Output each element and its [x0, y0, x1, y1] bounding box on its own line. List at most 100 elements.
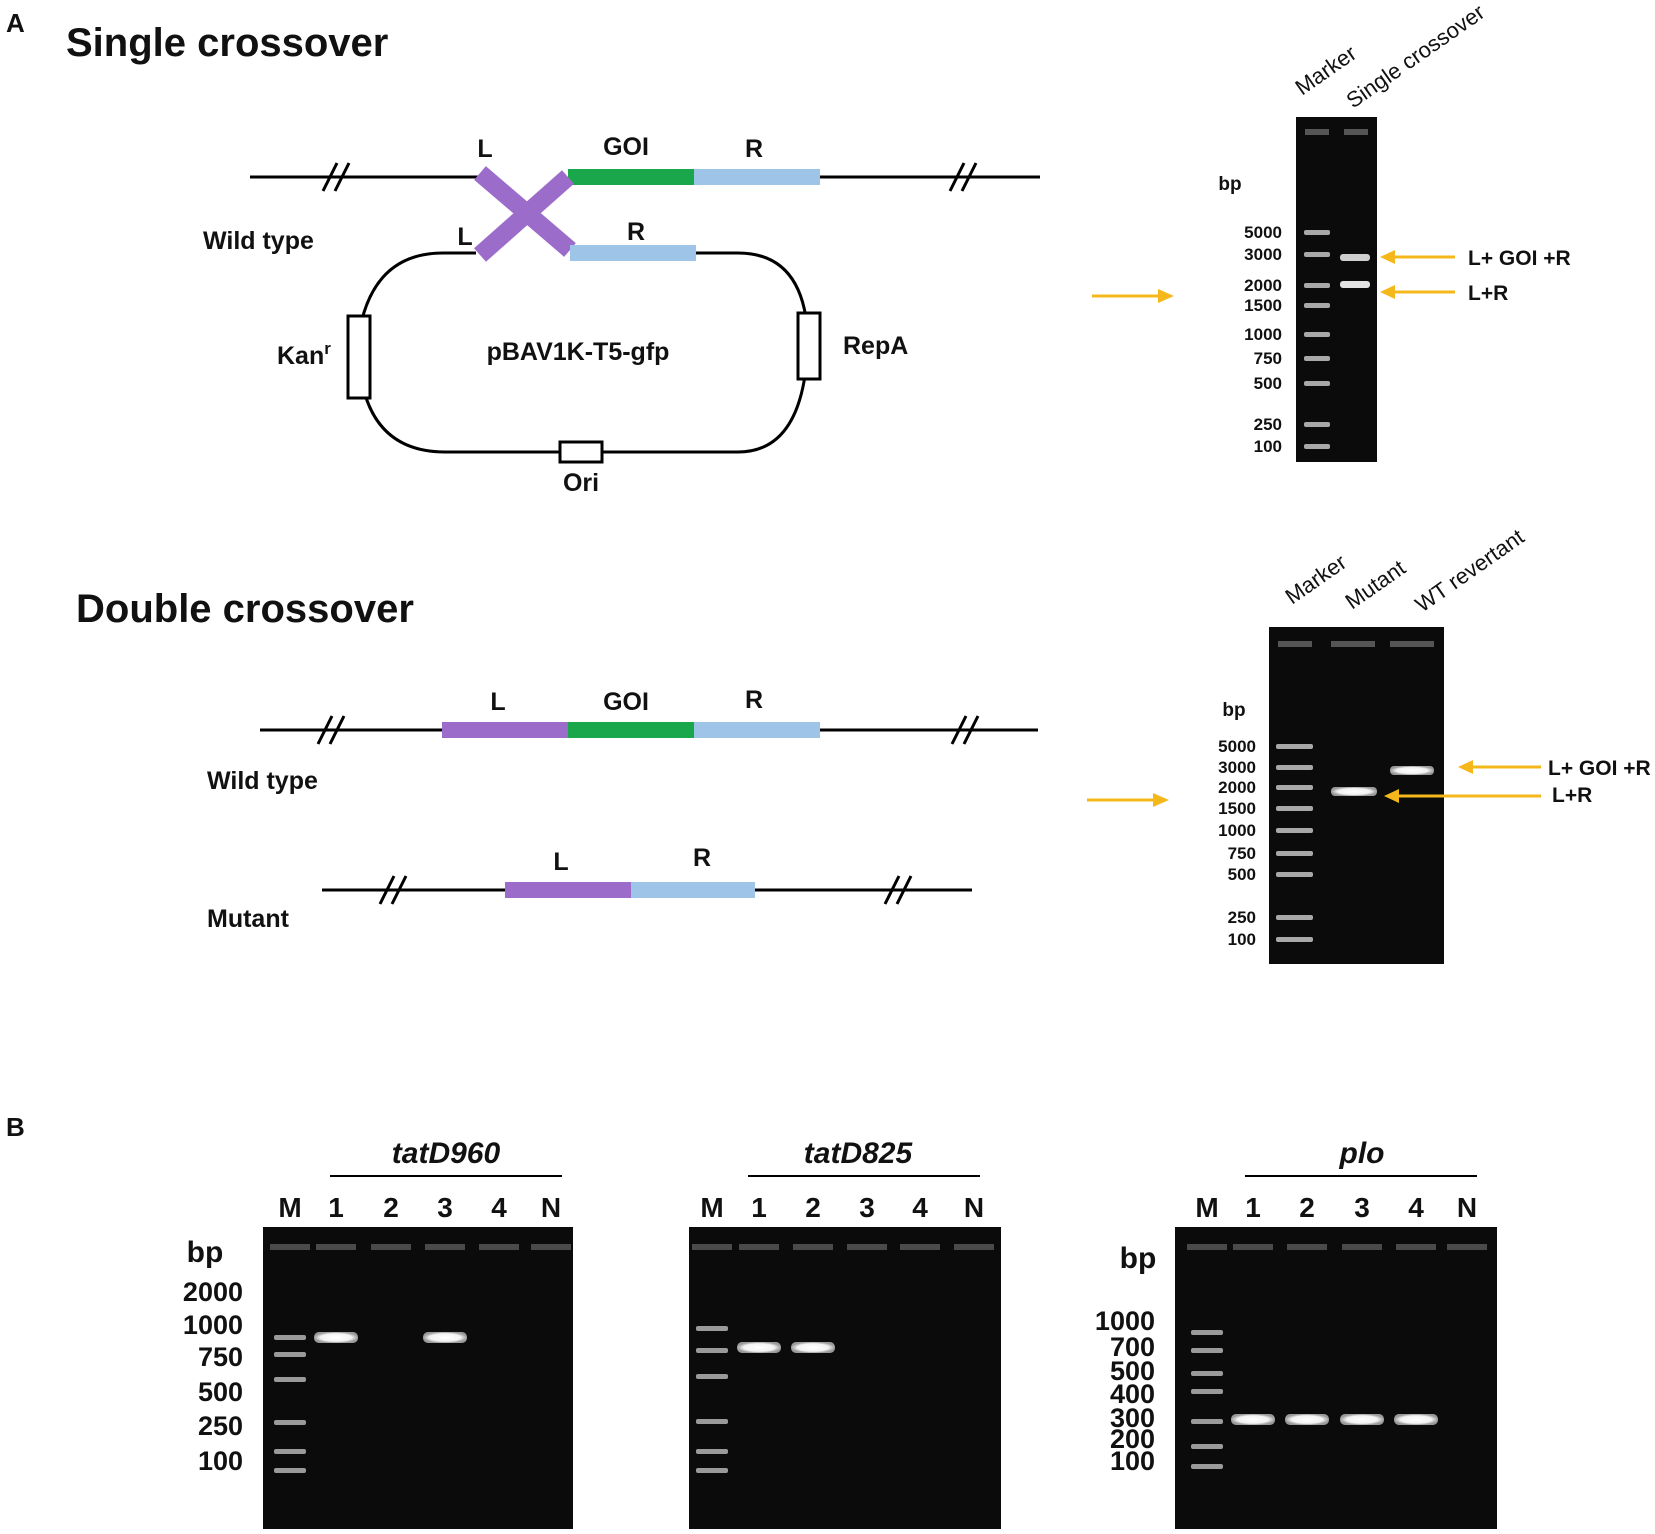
lane-label: N — [541, 1192, 561, 1223]
ladder-band — [696, 1348, 728, 1353]
ladder-band — [274, 1335, 306, 1340]
marker-label: 750 — [198, 1342, 243, 1372]
band-label: L+R — [1468, 282, 1508, 305]
double-crossover-title: Double crossover — [76, 587, 414, 631]
gel-image — [689, 1227, 1001, 1529]
sample-band — [1340, 1414, 1384, 1425]
gel-well — [1331, 641, 1375, 647]
crossover-arm-up — [474, 170, 574, 262]
gel-well — [1390, 641, 1434, 647]
mutant-l-label: L — [553, 848, 568, 876]
mutant-l-segment — [505, 882, 631, 898]
lane-label: N — [964, 1192, 984, 1223]
ladder-band — [1191, 1330, 1223, 1335]
ladder-band — [1191, 1464, 1223, 1469]
marker-label: 2000 — [183, 1277, 243, 1307]
gel-lane-label: Mutant — [1341, 555, 1410, 614]
gel-well — [1344, 129, 1368, 135]
band-label: L+ GOI +R — [1468, 247, 1571, 270]
ladder-band — [274, 1377, 306, 1382]
marker-label: 100 — [1110, 1446, 1155, 1476]
marker-label: 100 — [1254, 437, 1282, 456]
marker-label: 5000 — [1244, 223, 1282, 242]
ori-box — [558, 440, 604, 464]
ladder-band — [1191, 1348, 1223, 1353]
break-mark-icon — [950, 715, 980, 745]
ladder-band — [1276, 828, 1313, 833]
marker-label: 100 — [198, 1446, 243, 1476]
wt-l-label: L — [490, 688, 505, 716]
band-label: L+R — [1552, 784, 1592, 807]
marker-label: 700 — [1110, 1332, 1155, 1362]
ladder-band — [274, 1352, 306, 1357]
ladder-band — [696, 1374, 728, 1379]
marker-label: 200 — [1110, 1424, 1155, 1454]
gel-well — [1342, 1244, 1382, 1250]
band-arrow-icon — [1380, 250, 1455, 264]
marker-label: 750 — [1228, 844, 1256, 863]
marker-label: 100 — [1228, 930, 1256, 949]
gel-well — [692, 1244, 732, 1250]
single-crossover-title: Single crossover — [66, 21, 388, 65]
ladder-band — [696, 1326, 728, 1331]
wt-l-segment — [442, 722, 568, 738]
wt-goi-label: GOI — [603, 688, 649, 716]
wt-r-segment — [694, 722, 820, 738]
ladder-band — [274, 1468, 306, 1473]
marker-label: 500 — [1228, 865, 1256, 884]
ladder-band — [1276, 872, 1313, 877]
ladder-band — [1276, 937, 1313, 942]
gel-well — [1447, 1244, 1487, 1250]
ladder-band — [696, 1419, 728, 1424]
wt-r-label: R — [745, 686, 763, 714]
gel-well — [371, 1244, 411, 1250]
lane-label: 1 — [751, 1192, 767, 1223]
marker-label: 300 — [1110, 1403, 1155, 1433]
wt-l-label: L — [477, 135, 492, 163]
sample-band — [314, 1332, 358, 1343]
plasmid-backbone — [356, 251, 810, 454]
single-crossover-gel: Marker Single crossover bp 5000300020001… — [1218, 0, 1571, 462]
lane-label: N — [1457, 1192, 1477, 1223]
gel-lane-label: Marker — [1281, 549, 1351, 609]
plasmid-l-label: L — [457, 223, 472, 251]
bp-label: bp — [1218, 174, 1241, 195]
gel-well — [1187, 1244, 1227, 1250]
marker-ladder — [1276, 744, 1313, 942]
band-l-goi-r — [1390, 766, 1434, 775]
marker-label: 500 — [198, 1377, 243, 1407]
gel-image — [1296, 117, 1377, 462]
gel-image — [1175, 1227, 1497, 1529]
gel-lane-label: Single crossover — [1342, 0, 1490, 113]
gene-name: tatD960 — [392, 1137, 501, 1170]
lane-label: M — [1195, 1192, 1218, 1223]
repa-box — [796, 311, 822, 381]
mutant-r-label: R — [693, 844, 711, 872]
mutant-r-segment — [631, 882, 755, 898]
lane-label: 3 — [1354, 1192, 1370, 1223]
band-arrow-icon — [1384, 789, 1541, 803]
lane-label: M — [278, 1192, 301, 1223]
gel-image — [263, 1227, 573, 1529]
break-mark-icon — [883, 875, 913, 905]
band-arrow-icon — [1380, 285, 1455, 299]
ladder-band — [1276, 851, 1313, 856]
wt-goi-label: GOI — [603, 133, 649, 161]
gel-well — [531, 1244, 571, 1250]
ladder-band — [274, 1449, 306, 1454]
marker-label: 1000 — [183, 1310, 243, 1340]
ladder-band — [1304, 252, 1330, 257]
band-label: L+ GOI +R — [1548, 757, 1651, 780]
gel-well — [793, 1244, 833, 1250]
repa-label: RepA — [843, 332, 908, 360]
gel-well — [847, 1244, 887, 1250]
double-crossover-diagram: Double crossover L GOI R Wild type — [76, 587, 1038, 933]
double-wildtype-label: Wild type — [207, 767, 318, 795]
lane-label: 3 — [859, 1192, 875, 1223]
marker-label: 1500 — [1244, 296, 1282, 315]
gene-name: tatD825 — [804, 1137, 914, 1170]
marker-label: 750 — [1254, 349, 1282, 368]
